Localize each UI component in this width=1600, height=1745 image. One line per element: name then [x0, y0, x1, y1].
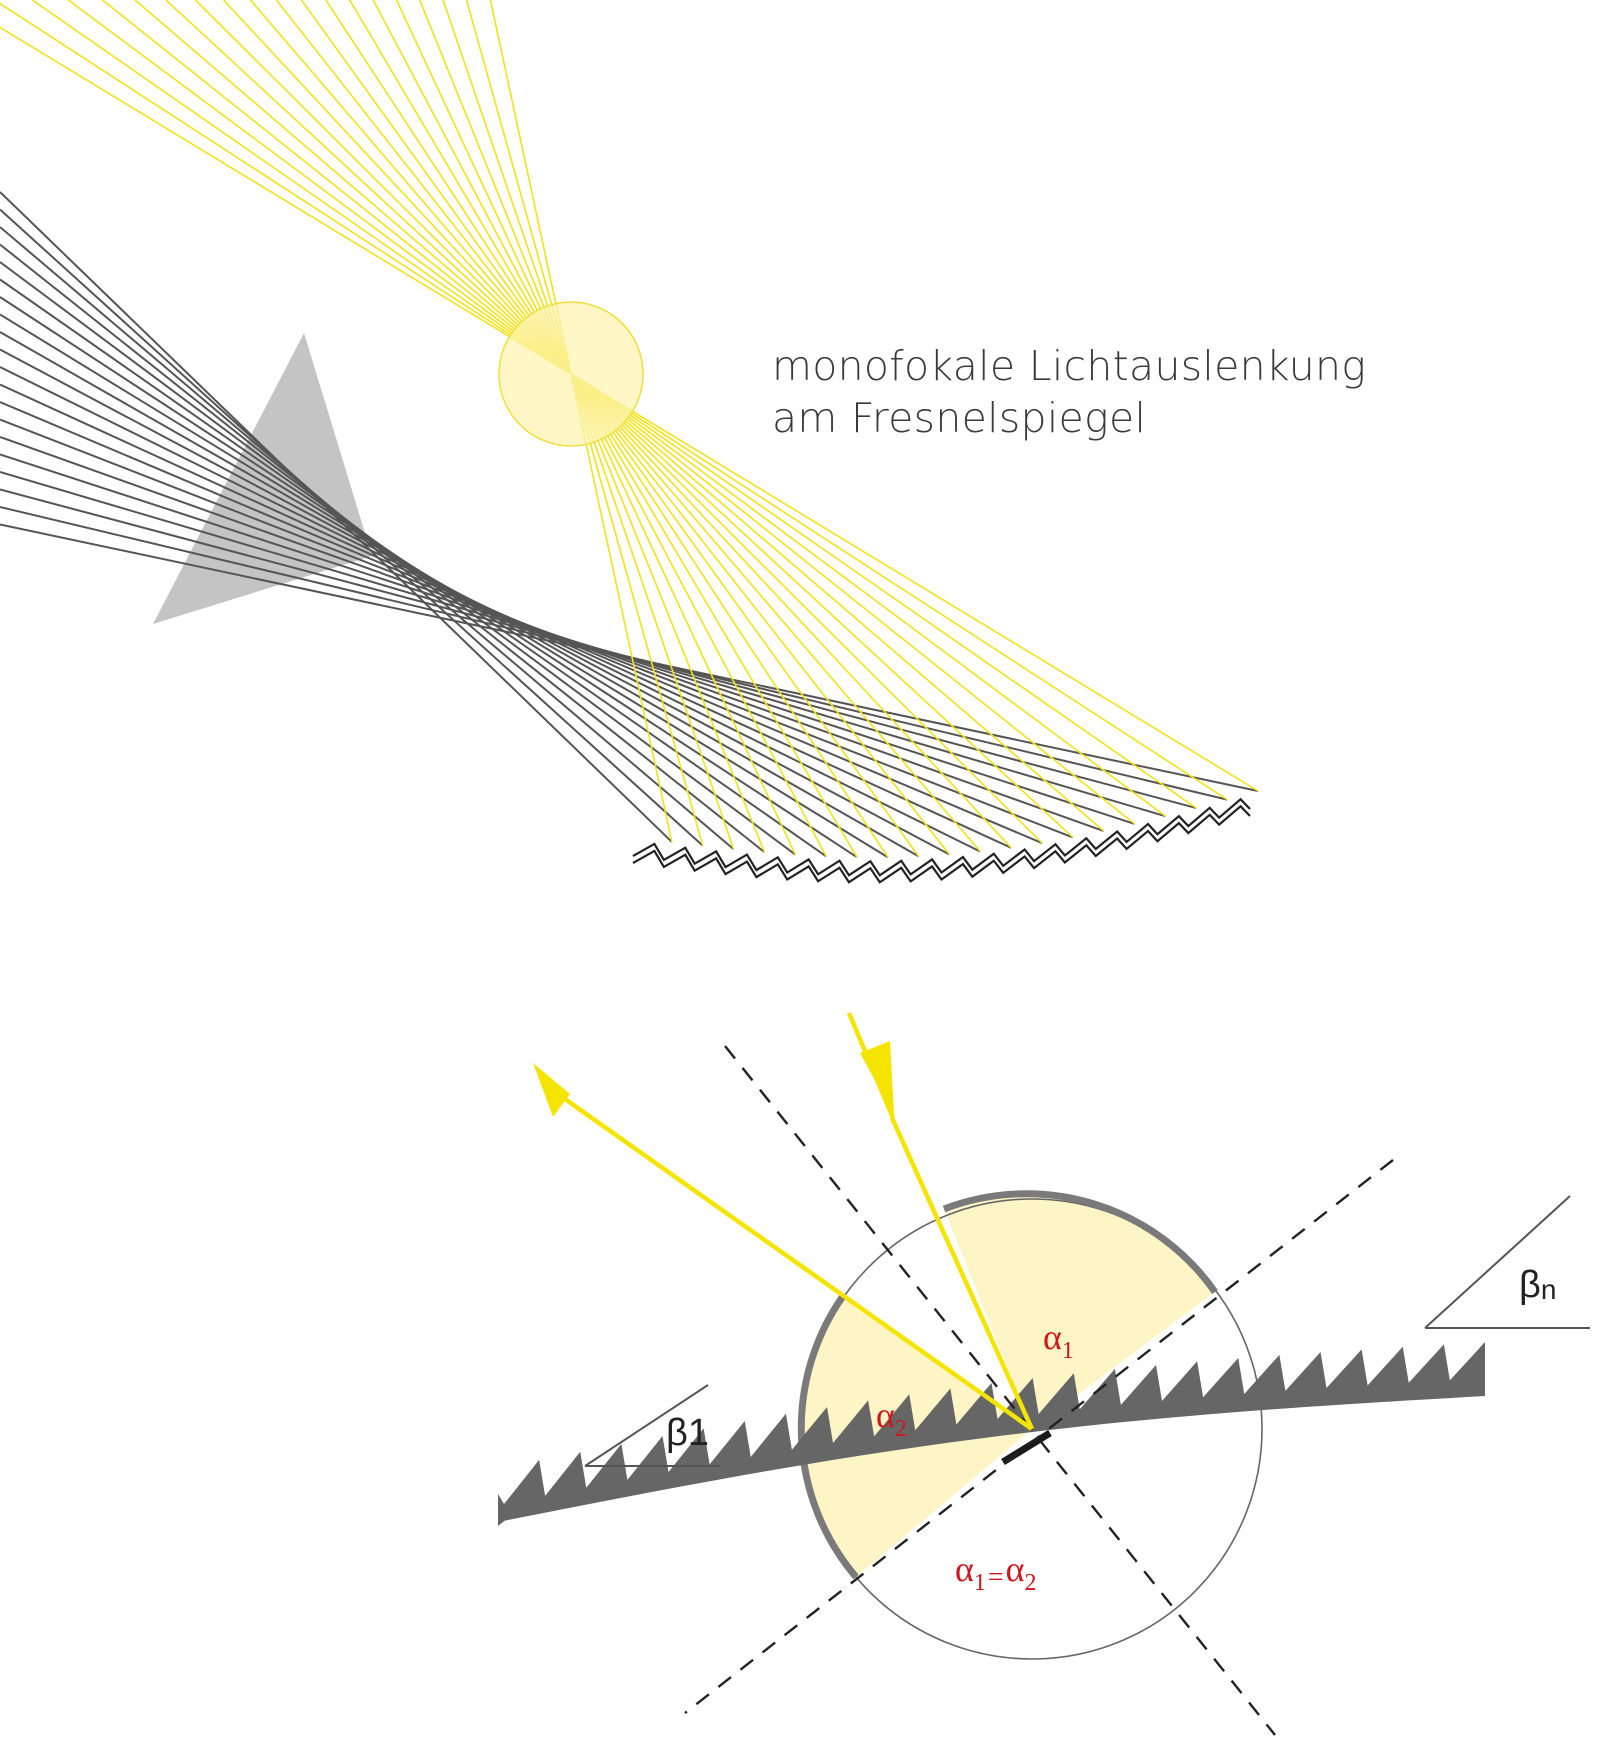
- label-alpha-equality: α1=α2: [955, 1549, 1037, 1596]
- arc-alpha1: [942, 1190, 1218, 1295]
- facet-dashed-line: [684, 1159, 1394, 1714]
- reflected-ray: [553, 1090, 1034, 1431]
- focal-point-circle: [498, 301, 644, 447]
- caption-line-2: am Fresnelspiegel: [772, 394, 1147, 442]
- beta1-indicator: [584, 1384, 720, 1467]
- incident-arrowhead: [860, 1041, 894, 1115]
- dark-ray: [0, 506, 1228, 801]
- angle-sector-alpha1: [944, 1193, 1215, 1429]
- fresnel-mirror-top: [632, 797, 1251, 884]
- caption-line-1: monofokale Lichtauslenkung: [772, 342, 1367, 390]
- label-beta1: β1: [666, 1412, 709, 1454]
- label-alpha2: α2: [876, 1395, 907, 1442]
- dark-ray: [0, 523, 1259, 792]
- incoming-dark-rays: [0, 191, 1259, 859]
- reflected-arrowhead: [533, 1063, 570, 1117]
- diagram-caption: monofokale Lichtauslenkung am Fresnelspi…: [772, 340, 1366, 444]
- incident-ray: [889, 1117, 1035, 1430]
- fresnel-mirror-bottom: [498, 1342, 1485, 1526]
- label-betan: βn: [1519, 1264, 1556, 1306]
- label-alpha1: α1: [1043, 1317, 1074, 1364]
- top-figure: [0, 0, 1259, 884]
- betan-indicator: [1424, 1195, 1590, 1329]
- bottom-figure: α1 α2 α1=α2 β1 βn: [498, 1012, 1590, 1736]
- normal-dashed-line: [724, 1045, 1276, 1736]
